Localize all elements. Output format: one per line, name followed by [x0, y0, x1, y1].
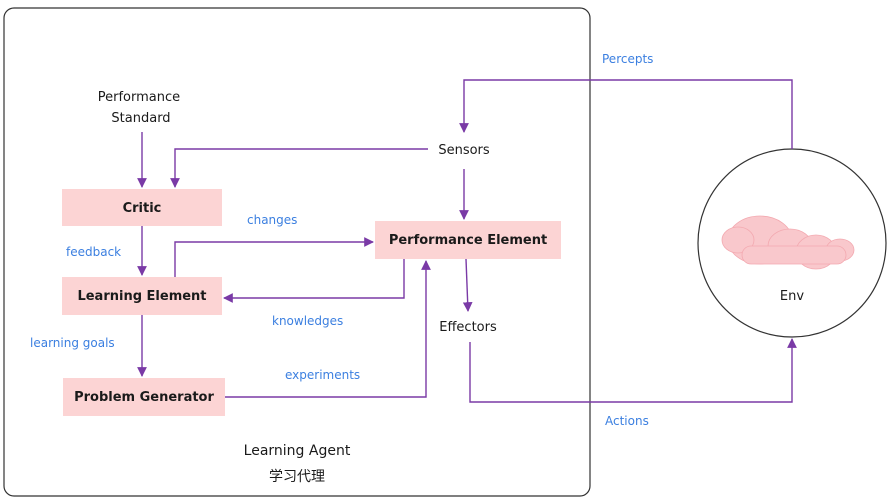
- effectors-label: Effectors: [439, 320, 497, 335]
- percepts-label: Percepts: [602, 52, 653, 66]
- changes-label: changes: [247, 213, 297, 227]
- learning-element-label: Learning Element: [77, 289, 206, 304]
- critic-label: Critic: [123, 201, 162, 216]
- arrow-sensors-to-critic: [170, 148, 428, 188]
- performance-element-label: Performance Element: [389, 233, 547, 248]
- arrow-performance-to-learning: [223, 259, 405, 303]
- actions-label: Actions: [605, 414, 649, 428]
- arrow-env-to-sensors: [459, 79, 793, 149]
- arrow-performance-to-effectors: [462, 258, 473, 312]
- learning-goals-label: learning goals: [30, 336, 115, 350]
- knowledges-label: knowledges: [272, 314, 343, 328]
- arrow-generator-to-performance: [225, 260, 431, 398]
- env-label: Env: [780, 289, 804, 304]
- agent-subtitle: 学习代理: [269, 469, 325, 485]
- agent-boundary: [3, 7, 591, 497]
- agent-title: Learning Agent: [244, 443, 351, 459]
- arrow-effectors-to-env: [469, 338, 797, 403]
- experiments-label: experiments: [285, 368, 360, 382]
- learning-element-box: [62, 277, 222, 315]
- performance-element-box: [375, 221, 561, 259]
- critic-box: [62, 189, 222, 226]
- performance-standard-label: Performance Standard: [98, 90, 185, 126]
- cloud-icon: [721, 215, 855, 270]
- problem-generator-box: [63, 378, 225, 416]
- feedback-label: feedback: [66, 245, 121, 259]
- arrow-learning-to-performance: [174, 237, 374, 277]
- sensors-label: Sensors: [438, 143, 490, 158]
- problem-generator-label: Problem Generator: [74, 390, 214, 405]
